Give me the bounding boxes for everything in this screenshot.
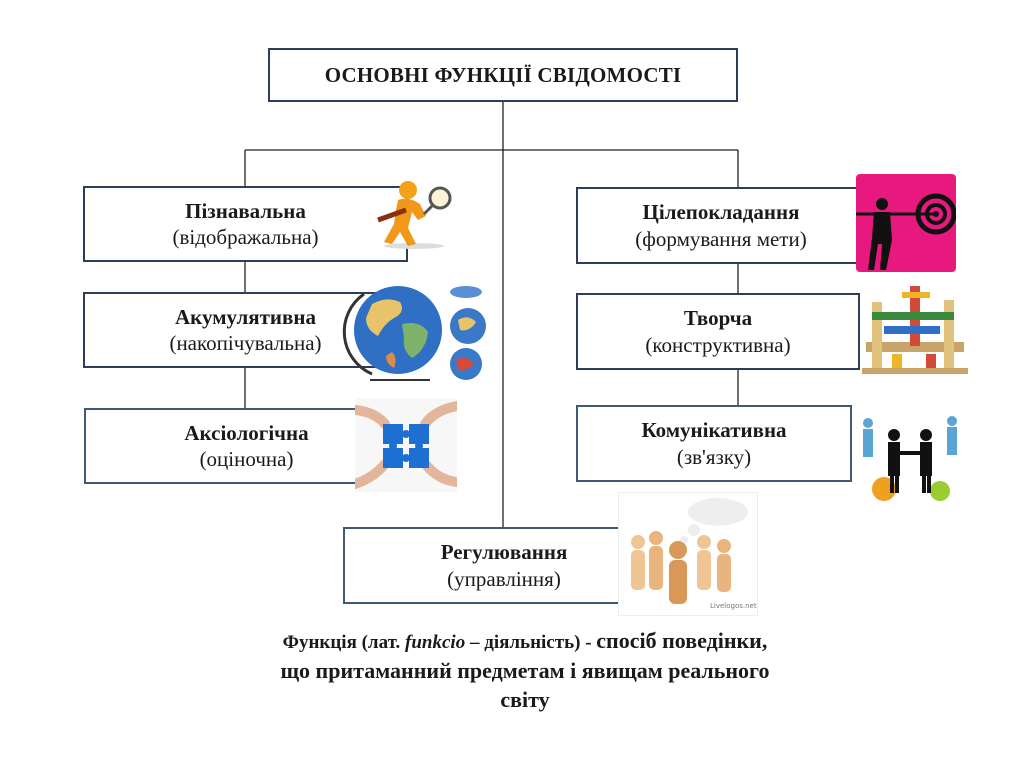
function-cognitive: Пізнавальна (відображальна) (83, 186, 408, 262)
function-sub: (накопічувальна) (169, 331, 322, 355)
function-sub: (управління) (447, 566, 561, 591)
globe-icon (336, 274, 492, 390)
function-communicative: Комунікативна (зв'язку) (576, 405, 852, 482)
definition-term: Функція (282, 632, 357, 653)
definition-lang-prefix: (лат. (356, 632, 406, 653)
function-axiological: Аксіологічна (оціночна) (84, 408, 409, 484)
target-archer-icon (856, 174, 956, 272)
diagram-title: ОСНОВНІ ФУНКЦІЇ СВІДОМОСТІ (268, 48, 738, 102)
function-sub: (відображальна) (172, 225, 319, 249)
definition-text: Функція (лат. funkcio – діяльність) - сп… (270, 626, 780, 715)
function-sub: (зв'язку) (676, 444, 752, 469)
definition-latin: funkcio (405, 632, 466, 653)
puzzle-hands-icon (355, 398, 457, 492)
function-name: Цілепокладання (642, 200, 800, 225)
function-sub: (оціночна) (199, 447, 294, 471)
handshake-gears-icon (854, 405, 964, 505)
function-name: Комунікативна (641, 418, 787, 443)
definition-body: спосіб поведінки, що притаманний предмет… (280, 628, 770, 713)
function-sub: (конструктивна) (645, 332, 791, 357)
function-name: Творча (683, 306, 753, 331)
function-name: Акумулятивна (175, 304, 316, 329)
magnifier-figure-icon (368, 176, 460, 250)
function-regulation: Регулювання (управління) (343, 527, 665, 604)
definition-meaning: – діяльність) - (465, 632, 597, 653)
function-creative: Творча (конструктивна) (576, 293, 860, 370)
function-name: Аксіологічна (184, 420, 309, 445)
function-sub: (формування мети) (635, 226, 807, 251)
construction-blocks-icon (862, 282, 968, 378)
function-name: Пізнавальна (185, 198, 306, 223)
thinking-crowd-icon: Livelogos.net (618, 492, 758, 616)
watermark-text: Livelogos.net (710, 602, 757, 610)
function-goal-setting: Цілепокладання (формування мети) (576, 187, 866, 264)
function-name: Регулювання (440, 540, 568, 565)
